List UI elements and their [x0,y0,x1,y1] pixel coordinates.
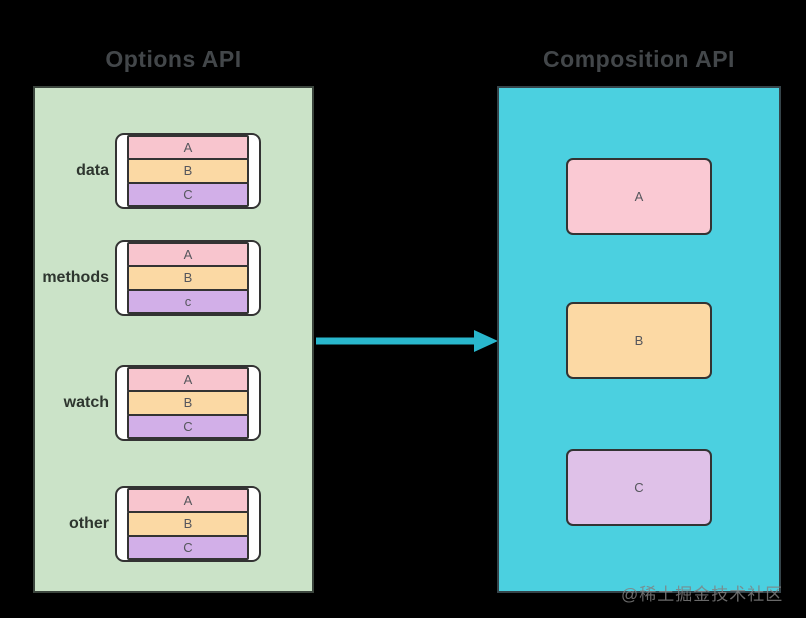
option-bar: C [127,534,249,560]
composition-api-title: Composition API [543,46,735,72]
option-group-label: watch [63,394,109,411]
composition-box: B [566,302,712,379]
option-bar: A [127,242,249,268]
options-api-title: Options API [105,46,242,72]
option-bar: c [127,288,249,314]
option-bar: B [127,511,249,537]
watermark: @稀土掘金技术社区 [621,585,784,604]
option-group-label: other [69,515,109,532]
option-group-label: methods [42,269,109,286]
option-group-label: data [76,162,109,179]
option-bar: B [127,158,249,184]
composition-box: C [566,449,712,526]
option-bar: C [127,181,249,207]
composition-box: A [566,158,712,235]
option-bar: C [127,413,249,439]
transform-arrow-icon [316,330,498,352]
option-bar: A [127,367,249,393]
option-bar: B [127,265,249,291]
option-bar: B [127,390,249,416]
option-bar: A [127,488,249,514]
option-bar: A [127,135,249,161]
